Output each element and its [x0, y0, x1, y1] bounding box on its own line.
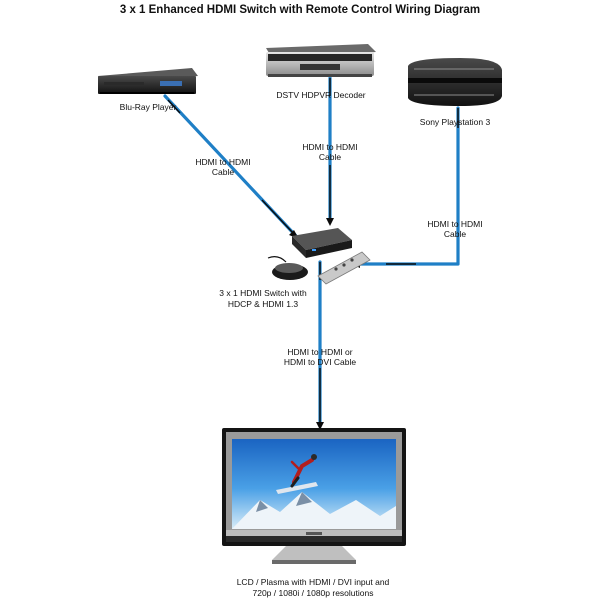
cable-ps3-label-2: Cable [444, 229, 466, 239]
cable-labels: HDMI to HDMI Cable HDMI to HDMI Cable HD… [195, 142, 482, 367]
cable-dstv-label-2: Cable [319, 152, 341, 162]
cable-output-label-2: HDMI to DVI Cable [284, 357, 357, 367]
dstv-decoder [266, 44, 376, 77]
hdmi-switch [267, 228, 352, 263]
cable-dstv-label-1: HDMI to HDMI [302, 142, 357, 152]
cable-ps3-label-1: HDMI to HDMI [427, 219, 482, 229]
bluray-label: Blu-Ray Player [120, 102, 177, 112]
cable-bluray-label-2: Cable [212, 167, 234, 177]
ir-receiver [272, 263, 308, 280]
cable-bluray-label-1: HDMI to HDMI [195, 157, 250, 167]
cable-ps3 [354, 106, 460, 266]
cable-output-label-1: HDMI to HDMI or [287, 347, 352, 357]
dstv-label: DSTV HDPVR Decoder [276, 90, 365, 100]
tv-label-1: LCD / Plasma with HDMI / DVI input and [237, 577, 390, 587]
arrow-dstv [326, 218, 334, 226]
cables [163, 76, 460, 428]
diagram-title: 3 x 1 Enhanced HDMI Switch with Remote C… [120, 4, 480, 16]
switch-label-2: HDCP & HDMI 1.3 [228, 299, 298, 309]
arrow-output [316, 422, 324, 430]
lcd-tv [222, 428, 406, 564]
tv-label-2: 720p / 1080i / 1080p resolutions [253, 588, 374, 598]
ps3-label: Sony Playstation 3 [420, 117, 491, 127]
remote-control [317, 251, 371, 285]
bluray-player [98, 68, 198, 94]
cable-bluray [163, 94, 298, 238]
ps3-console [408, 58, 502, 106]
switch-label-1: 3 x 1 HDMI Switch with [219, 288, 307, 298]
